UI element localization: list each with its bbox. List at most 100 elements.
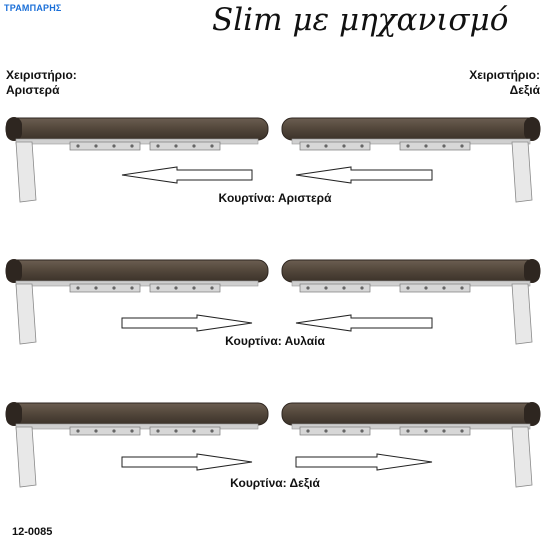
slider-left-a-row-3-hole <box>130 429 134 433</box>
slider-right-a-row-3 <box>299 426 371 436</box>
slider-right-a-row-2-hole <box>306 286 310 290</box>
slider-left-a-row-1-hole <box>94 144 98 148</box>
slider-left-b-row-1-hole <box>156 144 160 148</box>
slider-left-a-row-2-hole <box>130 286 134 290</box>
slider-left-a-row-2-hole <box>112 286 116 290</box>
handle-right-label: Χειριστήριο: Δεξιά <box>469 68 540 98</box>
slider-left-a-row-3-hole <box>94 429 98 433</box>
arrow-left-row-2-right <box>121 314 253 332</box>
rail-right-row-2-body <box>281 259 541 283</box>
arrow-right-row-3-right <box>295 453 433 471</box>
arrow-left-row-3-right <box>121 453 253 471</box>
slider-right-a-row-1-hole <box>360 144 364 148</box>
slider-right-a-row-3-hole <box>324 429 328 433</box>
caption-row-3: Κουρτίνα: Δεξιά <box>230 476 320 490</box>
row-2 <box>5 259 541 345</box>
slider-left-a-row-1 <box>69 141 141 151</box>
slider-right-b-row-2-hole <box>406 286 410 290</box>
slider-left-b-row-2-hole <box>156 286 160 290</box>
slider-left-b-row-1-hole <box>192 144 196 148</box>
slider-right-a-row-2-hole <box>342 286 346 290</box>
slider-left-b-row-1 <box>149 141 221 151</box>
slider-right-a-row-1 <box>299 141 371 151</box>
slider-right-a-row-3-hole <box>360 429 364 433</box>
slider-left-a-row-1-hole <box>76 144 80 148</box>
bracket-right-row-1 <box>511 141 533 203</box>
slider-left-b-row-2-hole <box>174 286 178 290</box>
row-3 <box>5 402 541 488</box>
rail-right-row-2-end-cap <box>524 259 540 283</box>
slider-right-b-row-3-hole <box>442 429 446 433</box>
slider-right-b-row-1-hole <box>406 144 410 148</box>
bracket-left-row-3 <box>15 426 37 488</box>
slider-left-a-row-2-hole <box>76 286 80 290</box>
slider-right-b-row-3-hole <box>460 429 464 433</box>
rail-right-row-3-end-cap <box>524 402 540 426</box>
caption-row-2: Κουρτίνα: Αυλαία <box>225 334 325 348</box>
rail-left-row-2-body <box>5 259 269 283</box>
slider-left-a-row-2 <box>69 283 141 293</box>
slider-left-a-row-3-hole <box>76 429 80 433</box>
slider-left-b-row-3-hole <box>174 429 178 433</box>
slider-right-a-row-3-hole <box>306 429 310 433</box>
rail-left-row-3-body <box>5 402 269 426</box>
slider-left-a-row-1-hole <box>130 144 134 148</box>
rail-right-row-1-end-cap <box>524 117 540 141</box>
handle-right-line1: Χειριστήριο: <box>469 68 540 82</box>
rail-left-row-1-end-cap <box>6 117 22 141</box>
arrow-right-row-1-left <box>295 166 433 184</box>
caption-row-1: Κουρτίνα: Αριστερά <box>218 191 332 205</box>
brand-logo: ΤΡΑΜΠΑΡΗΣ <box>4 3 62 13</box>
slider-right-b-row-3-hole <box>406 429 410 433</box>
slider-left-a-row-1-hole <box>112 144 116 148</box>
product-code: 12-0085 <box>12 526 53 538</box>
slider-right-a-row-1-hole <box>324 144 328 148</box>
rail-left-row-3-end-cap <box>6 402 22 426</box>
slider-left-b-row-1-hole <box>174 144 178 148</box>
slider-left-a-row-3 <box>69 426 141 436</box>
slider-left-b-row-2-hole <box>192 286 196 290</box>
row-1 <box>5 117 541 203</box>
slider-left-a-row-3-hole <box>112 429 116 433</box>
slider-right-a-row-2-hole <box>324 286 328 290</box>
slider-right-b-row-1 <box>399 141 471 151</box>
arrow-right-row-2-left <box>295 314 433 332</box>
bracket-left-row-2 <box>15 283 37 345</box>
handle-left-label: Χειριστήριο: Αριστερά <box>6 68 77 98</box>
slider-left-b-row-3-hole <box>156 429 160 433</box>
handle-right-line2: Δεξιά <box>509 83 540 97</box>
slider-left-b-row-3-hole <box>210 429 214 433</box>
slider-right-b-row-2 <box>399 283 471 293</box>
slider-right-a-row-1-hole <box>306 144 310 148</box>
slider-right-b-row-3 <box>399 426 471 436</box>
slider-right-b-row-1-hole <box>442 144 446 148</box>
page-title: Slim με μηχανισμό <box>212 2 509 38</box>
slider-right-b-row-2-hole <box>460 286 464 290</box>
slider-right-a-row-3-hole <box>342 429 346 433</box>
slider-left-a-row-2-hole <box>94 286 98 290</box>
slider-left-b-row-3 <box>149 426 221 436</box>
bracket-right-row-3 <box>511 426 533 488</box>
rail-left-row-2-end-cap <box>6 259 22 283</box>
rail-right-row-1-body <box>281 117 541 141</box>
arrow-left-row-1-left <box>121 166 253 184</box>
handle-left-line2: Αριστερά <box>6 83 60 97</box>
slider-left-b-row-1-hole <box>210 144 214 148</box>
slider-left-b-row-3-hole <box>192 429 196 433</box>
handle-left-line1: Χειριστήριο: <box>6 68 77 82</box>
slider-right-b-row-2-hole <box>442 286 446 290</box>
bracket-right-row-2 <box>511 283 533 345</box>
slider-right-b-row-1-hole <box>424 144 428 148</box>
slider-left-b-row-2-hole <box>210 286 214 290</box>
slider-left-b-row-2 <box>149 283 221 293</box>
slider-right-b-row-2-hole <box>424 286 428 290</box>
slider-right-b-row-1-hole <box>460 144 464 148</box>
bracket-left-row-1 <box>15 141 37 203</box>
slider-right-a-row-1-hole <box>342 144 346 148</box>
rail-left-row-1-body <box>5 117 269 141</box>
slider-right-a-row-2 <box>299 283 371 293</box>
slider-right-a-row-2-hole <box>360 286 364 290</box>
rail-right-row-3-body <box>281 402 541 426</box>
slider-right-b-row-3-hole <box>424 429 428 433</box>
